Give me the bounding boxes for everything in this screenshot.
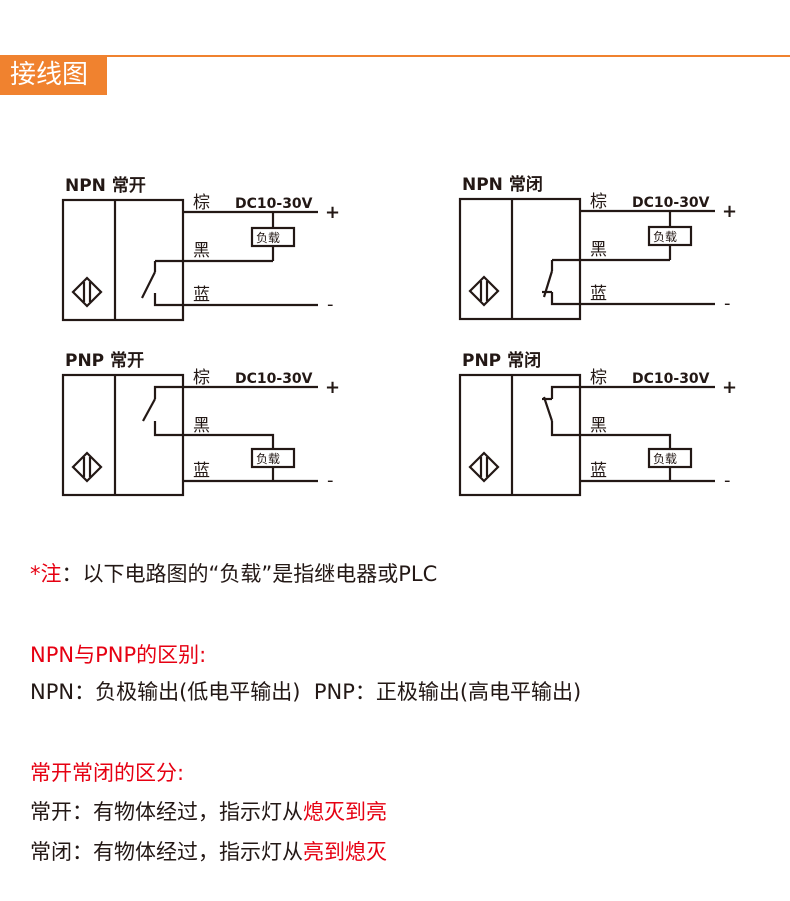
wire-black-label: 黑 <box>590 240 607 260</box>
wire-blue-label: 蓝 <box>590 284 607 304</box>
wire-blue-label: 蓝 <box>193 285 210 305</box>
sensor-symbol-icon <box>468 275 500 307</box>
nc-highlight: 亮到熄灭 <box>303 840 387 864</box>
load-box <box>250 447 296 469</box>
load-box <box>250 226 296 248</box>
minus-label: - <box>327 470 334 491</box>
voltage-label: DC10-30V <box>632 371 710 387</box>
diagram-title: PNP 常闭 <box>462 350 541 371</box>
diagram-pnp-no: PNP 常开 负载 棕 DC10-30V 黑 蓝 + - <box>61 350 340 497</box>
wire-brown-label: 棕 <box>193 193 210 213</box>
voltage-label: DC10-30V <box>632 195 710 211</box>
note: *注：以下电路图的“负载”是指继电器或PLC <box>30 558 437 588</box>
npn-pnp-text: NPN：负极输出(低电平输出) PNP：正极输出(高电平输出) <box>30 680 582 704</box>
minus-label: - <box>327 294 334 315</box>
section-title: 接线图 <box>0 56 107 95</box>
plus-label: + <box>325 202 340 223</box>
load-box <box>647 225 693 247</box>
minus-label: - <box>724 470 731 491</box>
wire-black-label: 黑 <box>590 416 607 436</box>
diagram-npn-nc: NPN 常闭 负载 棕 DC10-30V 黑 蓝 + - <box>458 174 737 321</box>
wire-blue-label: 蓝 <box>193 461 210 481</box>
no-text: 常开：有物体经过，指示灯从 <box>30 800 303 824</box>
plus-label: + <box>325 377 340 398</box>
load-label: 负载 <box>256 231 280 245</box>
nc-text: 常闭：有物体经过，指示灯从 <box>30 840 303 864</box>
switch-no <box>142 398 156 422</box>
diagram-title: NPN 常开 <box>65 175 146 196</box>
no-highlight: 熄灭到亮 <box>303 800 387 824</box>
switch-no <box>141 271 156 299</box>
wire-brown-label: 棕 <box>590 368 607 388</box>
sensor-symbol-icon <box>71 276 103 308</box>
diagram-npn-no: NPN 常开 负载 棕 DC10-30V 黑 蓝 + - <box>61 175 340 322</box>
wire-blue-label: 蓝 <box>590 461 607 481</box>
wire-black-label: 黑 <box>193 241 210 261</box>
load-label: 负载 <box>256 452 280 466</box>
diagram-title: PNP 常开 <box>65 350 144 371</box>
plus-label: + <box>722 377 737 398</box>
diagram-title: NPN 常闭 <box>462 174 543 195</box>
load-label: 负载 <box>653 452 677 466</box>
voltage-label: DC10-30V <box>235 371 313 387</box>
no-nc-heading: 常开常闭的区分: <box>30 761 185 785</box>
minus-label: - <box>724 293 731 314</box>
wire-brown-label: 棕 <box>193 368 210 388</box>
note-label: *注 <box>30 562 62 586</box>
nc-description: 常闭：有物体经过，指示灯从亮到熄灭 <box>30 836 387 866</box>
diagram-pnp-nc: PNP 常闭 负载 棕 DC10-30V 黑 蓝 + - <box>458 350 737 497</box>
voltage-label: DC10-30V <box>235 196 313 212</box>
load-box <box>647 447 693 469</box>
npn-pnp-heading: NPN与PNP的区别: <box>30 643 207 667</box>
sensor-symbol-icon <box>71 451 103 483</box>
load-label: 负载 <box>653 230 677 244</box>
plus-label: + <box>722 201 737 222</box>
switch-nc <box>542 396 554 422</box>
sensor-symbol-icon <box>468 451 500 483</box>
note-text: ：以下电路图的“负载”是指继电器或PLC <box>61 562 438 586</box>
header-divider <box>0 55 790 57</box>
wire-brown-label: 棕 <box>590 192 607 212</box>
wire-black-label: 黑 <box>193 416 210 436</box>
switch-nc <box>542 270 554 298</box>
no-description: 常开：有物体经过，指示灯从熄灭到亮 <box>30 796 387 826</box>
